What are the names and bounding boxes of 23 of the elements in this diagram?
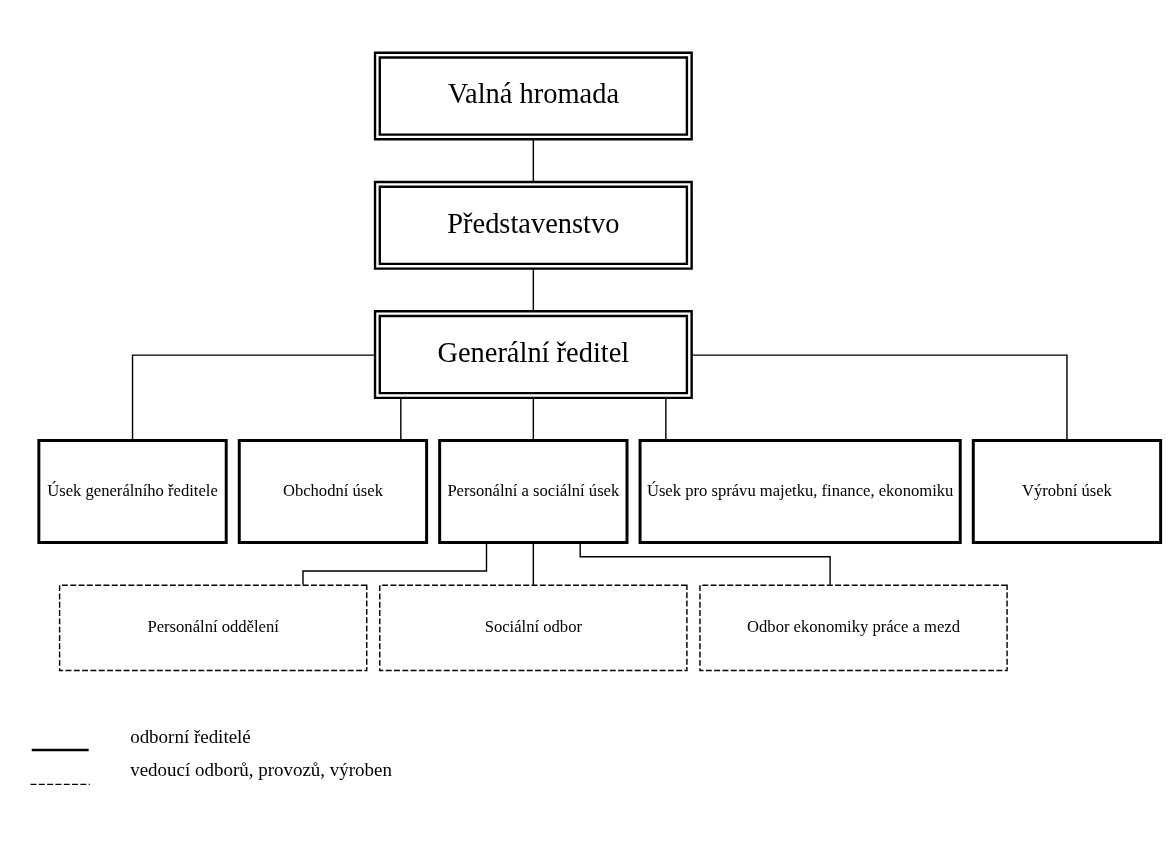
connector (532, 267, 535, 312)
node-box: Úsek generálního ředitele (37, 438, 228, 544)
node-box: Úsek pro správu majetku, finance, ekonomiku (638, 438, 962, 544)
node-box: Generální ředitel (373, 309, 693, 399)
legend-label: vedoucí odborů, provozů, výroben (130, 758, 392, 780)
legend-label: odborní ředitelé (130, 725, 251, 747)
node-box: Představenstvo (373, 180, 693, 270)
node-box: Personální oddělení (58, 583, 368, 671)
connector (691, 353, 1068, 441)
connector (131, 353, 376, 441)
node-box: Výrobní úsek (971, 438, 1163, 544)
connector (665, 396, 667, 441)
connector (302, 541, 488, 585)
node-box: Odbor ekonomiky práce a mezd (699, 583, 1008, 671)
connector (400, 396, 402, 441)
connector (532, 541, 535, 586)
node-box: Obchodní úsek (237, 438, 429, 544)
connector (579, 541, 831, 586)
connector (532, 396, 535, 441)
connector (532, 138, 535, 182)
node-box: Sociální odbor (379, 583, 688, 671)
node-box: Personální a sociální úsek (438, 438, 629, 544)
node-box: Valná hromada (373, 51, 693, 140)
